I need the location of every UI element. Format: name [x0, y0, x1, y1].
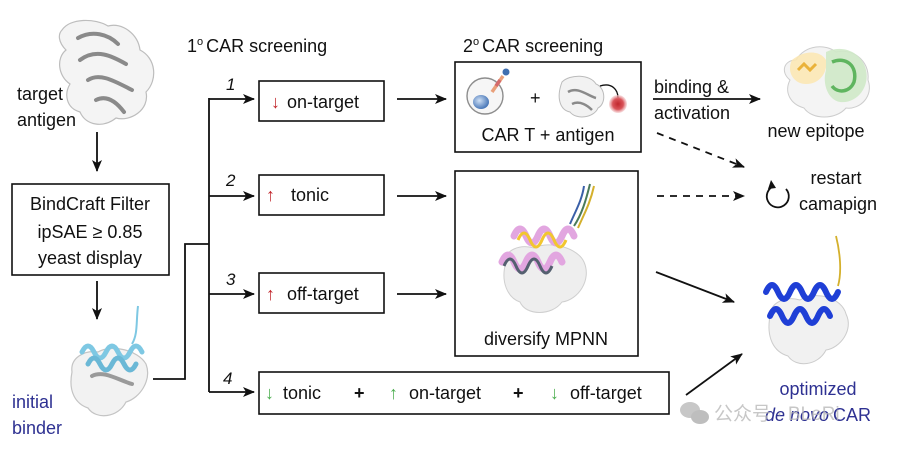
mpnn-caption: diversify MPNN [484, 329, 608, 349]
watermark-text: 公众号 · BLeRi [714, 403, 840, 425]
labeled-antigen-icon [558, 75, 627, 118]
filter-box-line1: BindCraft Filter [30, 194, 150, 214]
plus-sign: + [513, 383, 524, 403]
target-antigen-label-line2: antigen [17, 110, 76, 130]
filter-box [11, 183, 170, 276]
initial-binder-structure [70, 305, 149, 417]
branch-4-number: 4 [223, 369, 232, 388]
restart-label: restart [810, 168, 861, 188]
branch-1-box [258, 80, 385, 122]
arrow-branch4-to-optimized [685, 353, 743, 396]
new-epitope-structure [783, 46, 870, 118]
arrow-mpnn-to-optimized [655, 271, 735, 303]
new-epitope-label: new epitope [767, 121, 864, 141]
initial-binder-label-line1: initial [12, 392, 53, 412]
filter-box-line2: ipSAE ≥ 0.85 [38, 222, 143, 242]
branch-4-box [258, 371, 670, 415]
target-antigen-label-line1: target [17, 84, 63, 104]
optimized-label-line1: optimized [779, 379, 856, 399]
branch-2-number: 2 [225, 171, 236, 190]
decrease-arrow-icon: ↓ [550, 383, 559, 403]
decrease-arrow-icon: ↓ [265, 383, 274, 403]
target-antigen-structure [58, 19, 155, 125]
car-box-plus: + [530, 88, 541, 108]
branch-3-label: off-target [287, 284, 359, 304]
connector-binder-to-trunk [153, 243, 209, 380]
branch-4-tonic-label: tonic [283, 383, 321, 403]
optimized-car-structure [763, 235, 849, 365]
branch-1-number: 1 [226, 75, 235, 94]
decrease-arrow-icon: ↓ [271, 92, 280, 112]
plus-sign: + [354, 383, 365, 403]
branch-1-label: on-target [287, 92, 359, 112]
campaign-label: camapign [799, 194, 877, 214]
activation-label: activation [654, 103, 730, 123]
restart-cycle-icon [765, 180, 790, 209]
initial-binder-label-line2: binder [12, 418, 62, 438]
branch-3-box [258, 272, 385, 314]
branch-4-on-target-label: on-target [409, 383, 481, 403]
mpnn-ensemble-structure [498, 183, 595, 313]
increase-arrow-icon: ↑ [389, 383, 398, 403]
increase-arrow-icon: ↑ [266, 185, 275, 205]
branch-4-off-target-label: off-target [570, 383, 642, 403]
increase-arrow-icon: ↑ [266, 284, 275, 304]
car-t-cell-icon [466, 68, 510, 115]
branch-2-box [258, 174, 385, 216]
branch-3-number: 3 [226, 270, 236, 289]
binding-label: binding & [654, 77, 729, 97]
wechat-watermark: 公众号 · BLeRi [680, 402, 840, 425]
car-box-caption: CAR T + antigen [482, 125, 615, 145]
filter-box-line3: yeast display [38, 248, 142, 268]
branch-2-label: tonic [291, 185, 329, 205]
dashed-arrow-car-to-restart [656, 132, 745, 168]
